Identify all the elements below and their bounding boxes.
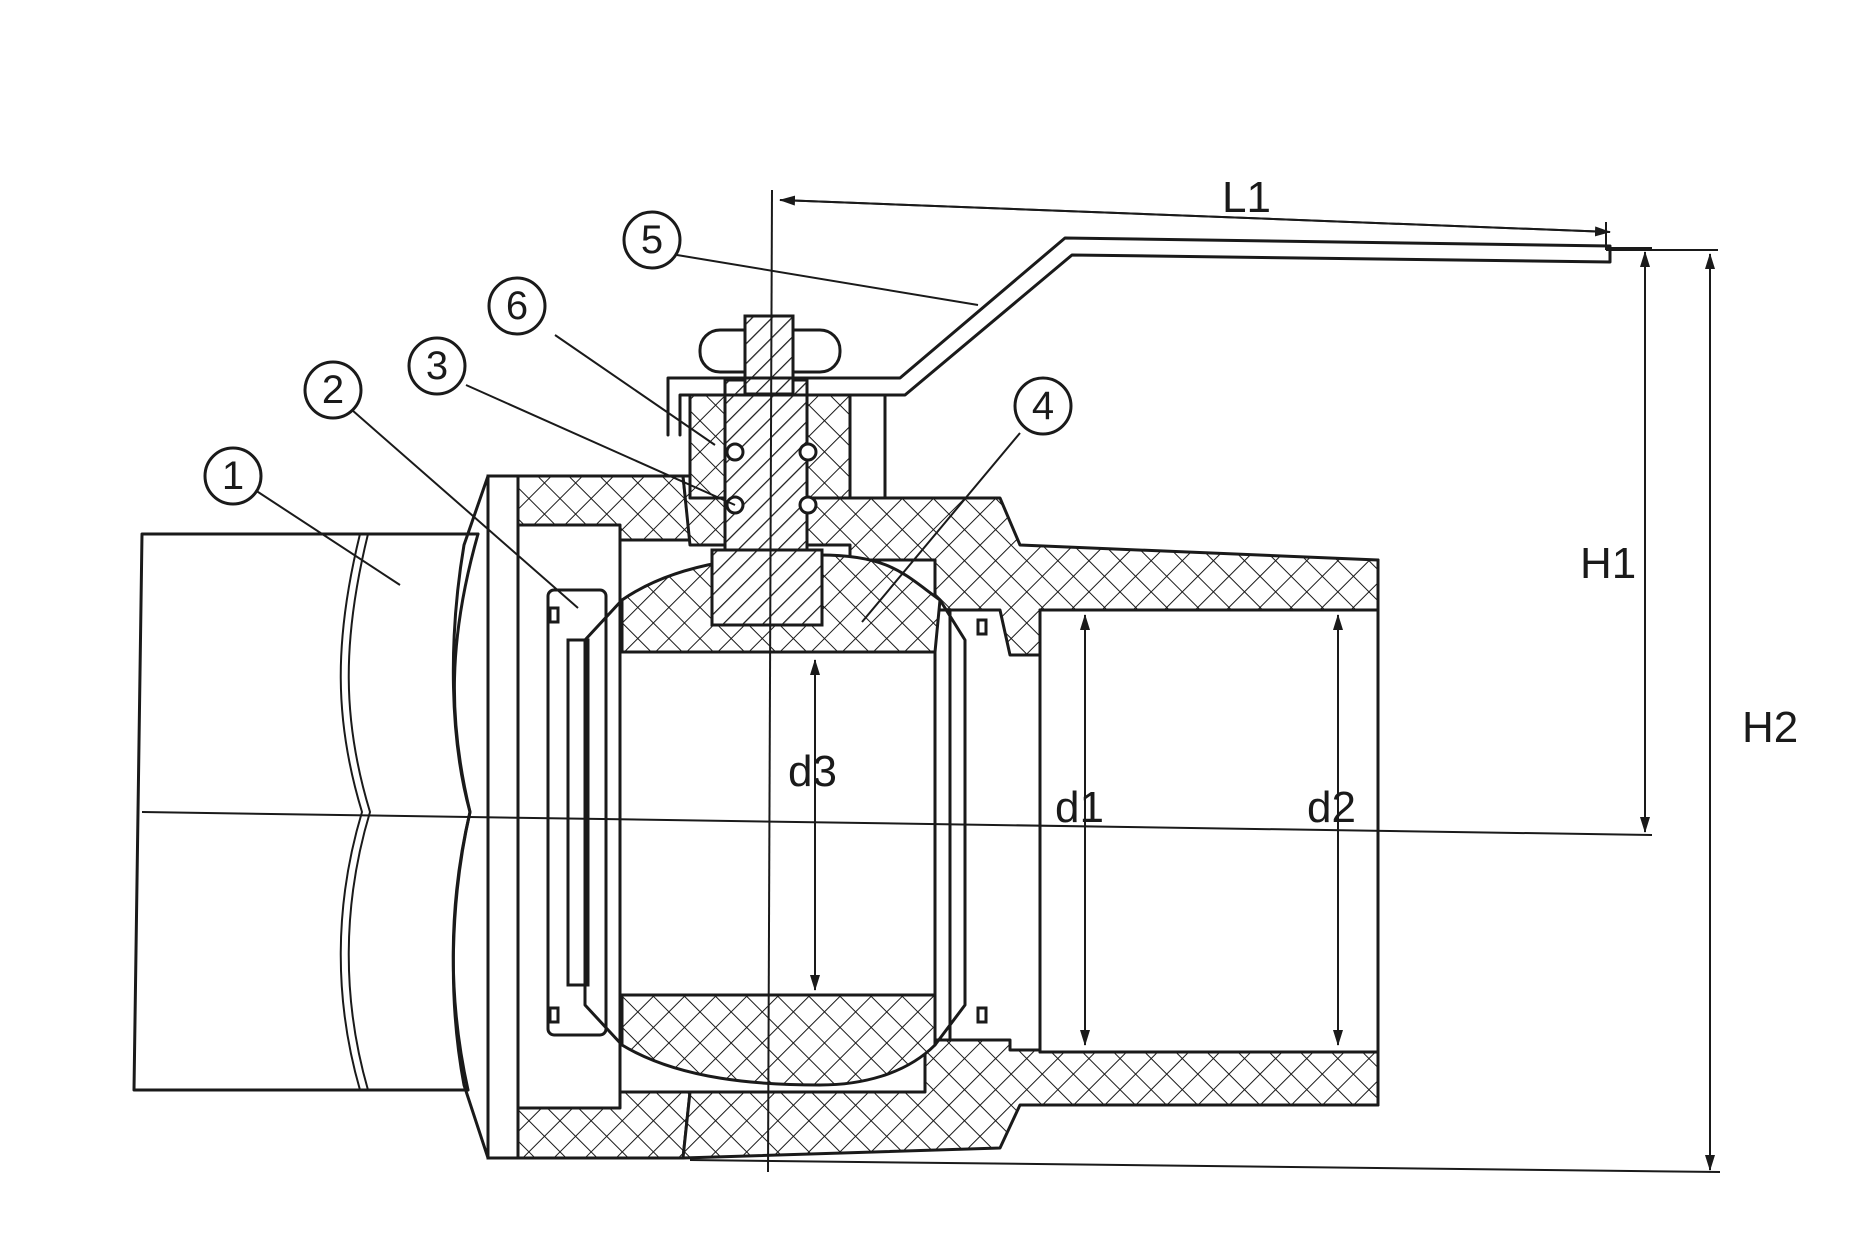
callout-2: 2 — [303, 360, 363, 420]
valve-body — [546, 474, 1380, 1160]
callout-3-label: 3 — [426, 344, 448, 388]
dimension-label-d3: d3 — [788, 747, 837, 796]
callout-1-label: 1 — [222, 454, 244, 498]
handle — [666, 236, 1612, 437]
dimension-label-H2: H2 — [1742, 703, 1798, 752]
callout-2-label: 2 — [322, 368, 344, 412]
centerlines — [141, 189, 1653, 1173]
dimension-label-L1: L1 — [1222, 173, 1271, 222]
callout-5-label: 5 — [641, 218, 663, 262]
dimension-label-d1: d1 — [1055, 783, 1104, 832]
leader-lines — [254, 254, 1021, 623]
dimension-label-H1: H1 — [1580, 539, 1636, 588]
callout-4: 4 — [1013, 376, 1073, 436]
callout-1: 1 — [203, 446, 263, 506]
dimension-lines — [689, 195, 1721, 1173]
callout-6: 6 — [487, 276, 547, 336]
callout-6-label: 6 — [506, 284, 528, 328]
dimension-label-d2: d2 — [1307, 783, 1356, 832]
callout-3: 3 — [407, 336, 467, 396]
callout-4-label: 4 — [1032, 384, 1054, 428]
callout-5: 5 — [622, 210, 682, 270]
